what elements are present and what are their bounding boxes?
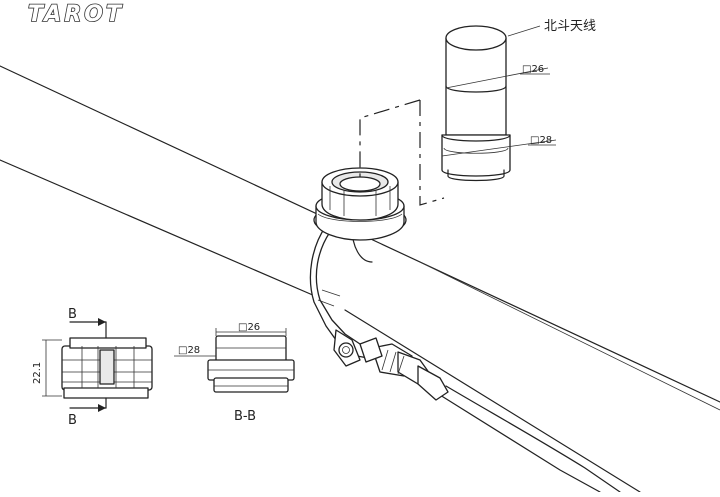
- mount-clamp: [309, 225, 383, 367]
- dim-height-label: 22.1: [32, 362, 43, 384]
- bb-dim-26-label: □26: [238, 322, 260, 333]
- bb-dim-28-label: □28: [178, 345, 200, 356]
- tarot-logo: TAROT: [27, 1, 124, 28]
- section-view-bb: □26 □28 B-B: [174, 322, 295, 424]
- tube-highlight: [419, 261, 720, 411]
- antenna-leader: [507, 25, 541, 37]
- section-view-side: 22.1 B B: [32, 307, 153, 428]
- tube-bottom-edge-left: [0, 159, 316, 297]
- dim-26-label: □26: [522, 64, 544, 75]
- dim-26-leader: [445, 67, 549, 89]
- logo-text: TAROT: [28, 2, 124, 27]
- dim-28-label: □28: [530, 135, 552, 146]
- dim-28-leader: [441, 139, 557, 157]
- assembly-guide: [359, 99, 445, 206]
- section-label-bottom: B: [68, 413, 77, 428]
- antenna-cylinder: [441, 25, 511, 182]
- antenna-mount-base: [313, 167, 407, 241]
- section-label-top: B: [68, 307, 77, 322]
- antenna-label: 北斗天线: [544, 19, 596, 34]
- cable-connector: [371, 343, 449, 401]
- antenna-annotations: 北斗天线 □26 □28: [441, 19, 596, 157]
- section-bb-label: B-B: [234, 409, 256, 424]
- tube-bottom-edge-right: [344, 309, 641, 493]
- antenna-cable: [439, 385, 621, 493]
